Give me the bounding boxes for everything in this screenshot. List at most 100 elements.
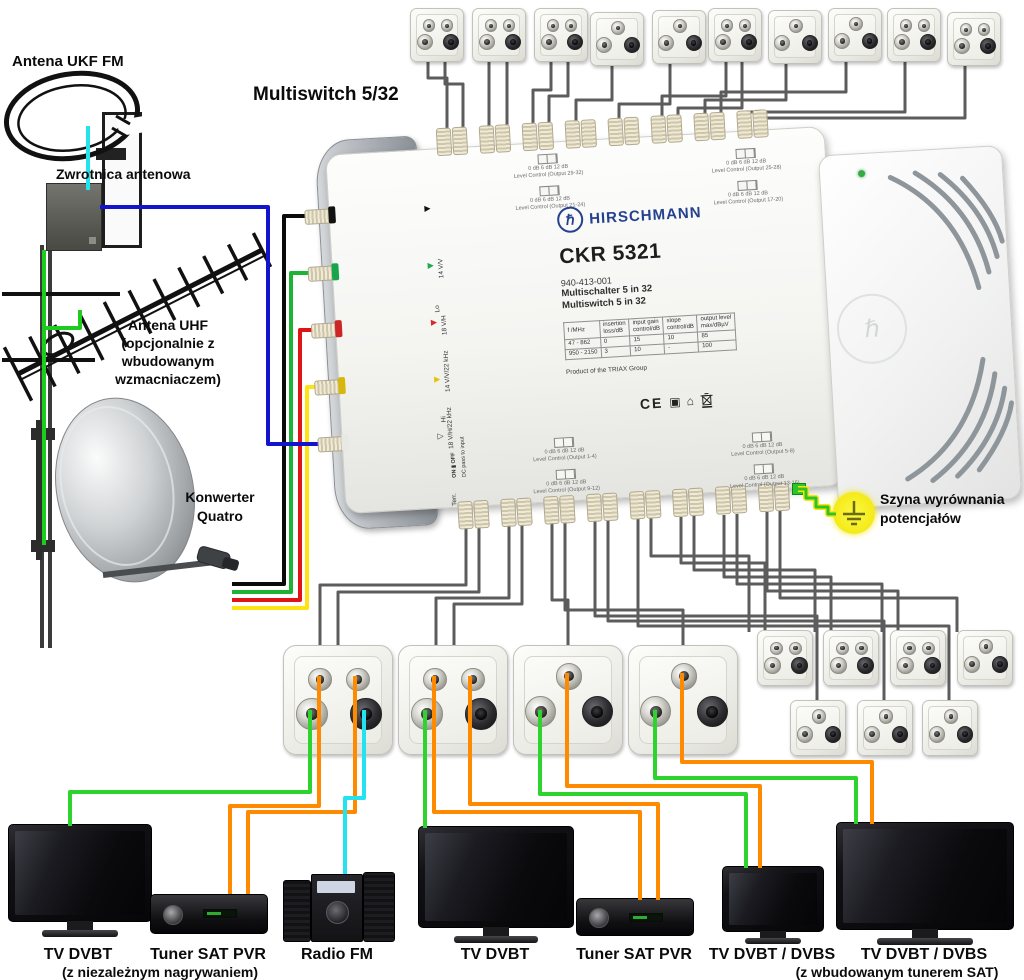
coax-sat-port bbox=[461, 667, 485, 692]
fm-antenna-label: Antena UKF FM bbox=[12, 53, 124, 70]
tv-stand bbox=[67, 921, 93, 930]
coax-tv-port bbox=[830, 657, 847, 674]
vent-slots bbox=[887, 170, 1015, 484]
tv-screen bbox=[729, 873, 817, 925]
coax-tv-port bbox=[540, 34, 557, 51]
sat-tuner-pvr-1 bbox=[150, 894, 268, 934]
coax-tv-port bbox=[764, 657, 781, 674]
wall-outlet bbox=[828, 8, 882, 62]
coax-cable bbox=[228, 676, 321, 894]
coax-cable bbox=[636, 519, 951, 702]
tuner-display bbox=[203, 909, 238, 919]
wall-outlet bbox=[957, 630, 1013, 686]
tv-stand bbox=[760, 931, 786, 938]
coax-cable bbox=[68, 710, 312, 826]
coax-sat-port bbox=[346, 667, 370, 692]
wall-outlet bbox=[790, 700, 846, 756]
tv-stand-base bbox=[42, 930, 118, 937]
coax-radio-port bbox=[857, 657, 874, 674]
antenna-diplexer-box bbox=[46, 183, 102, 251]
coax-tv-port bbox=[774, 35, 791, 52]
coax-cable bbox=[538, 710, 748, 868]
coax-cable bbox=[246, 676, 357, 894]
tv-stand-base bbox=[745, 938, 801, 944]
coax-cable bbox=[44, 310, 82, 330]
coax-sat-port bbox=[878, 709, 894, 724]
coax-cable bbox=[653, 710, 858, 824]
coax-radio-port bbox=[979, 38, 996, 55]
coax-sat-port bbox=[502, 19, 516, 32]
tv-screen bbox=[425, 833, 567, 921]
coax-sat-port bbox=[903, 641, 916, 655]
coax-sat-port bbox=[564, 19, 578, 32]
coax-cable bbox=[735, 514, 884, 632]
coax-radio-port bbox=[991, 656, 1009, 673]
coax-tv-port bbox=[863, 726, 881, 743]
coax-tv-port bbox=[478, 34, 495, 51]
coax-sat-port bbox=[611, 21, 625, 35]
coax-sat-port bbox=[899, 19, 913, 32]
uhf-antenna-drawing bbox=[2, 232, 273, 402]
coax-cable bbox=[100, 205, 340, 446]
weee-bin-icon bbox=[700, 393, 713, 408]
coax-cable bbox=[565, 673, 762, 868]
coax-sat-port bbox=[546, 19, 560, 32]
sat-tuner-pvr-2 bbox=[576, 898, 694, 936]
coax-cable bbox=[649, 518, 751, 632]
coax-radio-port bbox=[891, 726, 909, 743]
wall-outlet bbox=[768, 10, 822, 64]
wall-outlet bbox=[472, 8, 526, 62]
wall-outlet bbox=[887, 8, 941, 62]
diagram-title: Multiswitch 5/32 bbox=[253, 84, 399, 105]
coax-cable bbox=[593, 521, 819, 702]
coax-sat-port bbox=[484, 19, 498, 32]
ground-symbol-icon bbox=[833, 492, 875, 534]
tv4-label: TV DVBT / DVBS bbox=[860, 946, 988, 963]
coax-radio-port bbox=[685, 35, 702, 52]
coax-tv-port bbox=[416, 34, 433, 51]
coax-radio-port bbox=[623, 37, 640, 54]
coax-radio-port bbox=[824, 726, 842, 743]
tv1-label: TV DVBT bbox=[43, 946, 113, 963]
tuner-knob bbox=[163, 905, 183, 925]
radio-label: Radio FM bbox=[301, 946, 373, 963]
coax-radio-port bbox=[919, 34, 936, 51]
coax-radio-port bbox=[442, 34, 459, 51]
coax-sat-port bbox=[855, 641, 868, 655]
wall-outlet bbox=[283, 645, 393, 755]
radio-speaker-left bbox=[283, 880, 311, 942]
coax-cable bbox=[531, 60, 553, 140]
coax-cable bbox=[547, 60, 570, 140]
coax-tv-port bbox=[963, 656, 981, 673]
coax-radio-port bbox=[566, 34, 583, 51]
coax-sat-port bbox=[917, 19, 931, 32]
coax-cable bbox=[550, 523, 570, 648]
tv-dvbt-dvbs-large bbox=[836, 822, 1014, 945]
coax-tv-port bbox=[796, 726, 814, 743]
fm-radio bbox=[283, 872, 395, 942]
radio-speaker-right bbox=[363, 872, 395, 942]
tv2-label: TV DVBT bbox=[460, 946, 530, 963]
coax-cable bbox=[563, 522, 685, 648]
wall-outlet bbox=[857, 700, 913, 756]
coax-radio-port bbox=[861, 33, 878, 50]
wall-outlet bbox=[947, 12, 1001, 66]
tuner2-label: Tuner SAT PVR bbox=[576, 946, 692, 963]
coax-tv-port bbox=[897, 657, 914, 674]
antenna-mast bbox=[48, 245, 52, 648]
wall-outlet bbox=[922, 700, 978, 756]
wall-outlet bbox=[757, 630, 813, 686]
tv-dvbt-2 bbox=[418, 826, 574, 943]
tv4-sublabel: (z wbudowanym tunerem SAT) bbox=[795, 964, 999, 980]
tuner1-label: Tuner SAT PVR bbox=[150, 946, 266, 963]
tv-stand-base bbox=[454, 936, 538, 943]
coax-tv-port bbox=[658, 35, 675, 52]
coax-sat-port bbox=[440, 19, 454, 32]
coax-cable bbox=[343, 710, 366, 874]
wall-outlet bbox=[652, 10, 706, 64]
coax-cable bbox=[452, 524, 524, 648]
diplexer-label: Zwrotnica antenowa bbox=[56, 166, 191, 182]
coax-radio-port bbox=[504, 34, 521, 51]
